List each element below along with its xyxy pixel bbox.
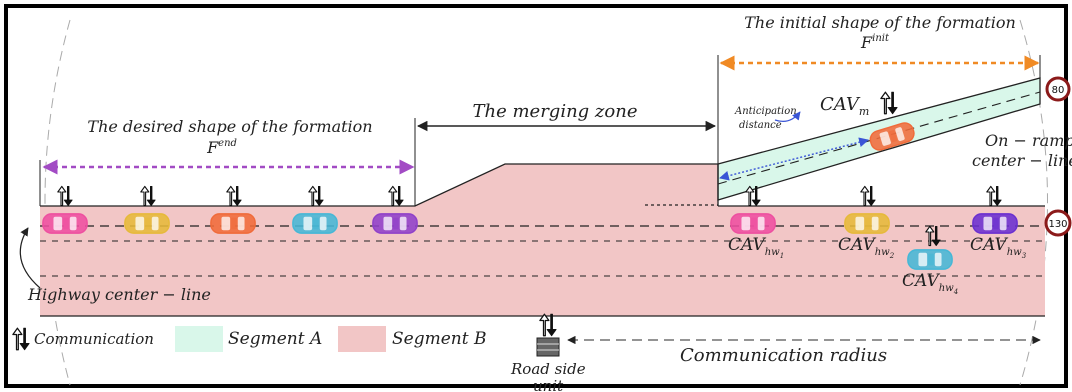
legend: Communication Segment A Segment B	[12, 326, 486, 352]
initial-formation-title: The initial shape of the formation	[744, 13, 1016, 32]
anticipation-label-2: distance	[739, 120, 782, 131]
car-hw4	[907, 249, 953, 270]
legend-segment-b-swatch	[338, 326, 386, 352]
segment-b-region	[40, 164, 1045, 316]
car-desired-4	[292, 213, 338, 234]
road-side-unit	[536, 313, 560, 357]
legend-segment-a-label: Segment A	[228, 329, 322, 349]
cav-hw1-label: CAVhw1	[728, 235, 784, 260]
speed-sign-ramp: 80	[1045, 76, 1071, 102]
car-desired-5	[372, 213, 418, 234]
car-desired-1	[42, 213, 88, 234]
comm-icon-rsu	[539, 313, 557, 337]
highway-centerline-pointer	[19, 227, 41, 289]
comm-icon-desired-3	[226, 185, 242, 207]
car-desired-3	[210, 213, 256, 234]
legend-segment-b-label: Segment B	[392, 329, 486, 349]
desired-formation-title: The desired shape of the formation	[87, 117, 372, 136]
speed-sign-highway-value: 130	[1048, 219, 1067, 230]
anticipation-pointer	[774, 111, 801, 122]
road-side-unit-label-2: unit	[533, 377, 564, 392]
car-hw2	[844, 213, 890, 234]
cav-hw2-label: CAVhw2	[838, 235, 895, 260]
speed-sign-highway: 130	[1044, 209, 1072, 237]
highway-centerline-label: Highway center − line	[27, 285, 211, 304]
road-side-unit-label-1: Road side	[510, 360, 586, 378]
cav-m-label: CAVm	[820, 94, 869, 118]
onramp-label-2: center − line	[972, 151, 1072, 170]
onramp-label-1: On − ramp	[985, 131, 1072, 150]
car-hw3	[972, 213, 1018, 234]
comm-icon-hw2	[860, 185, 876, 207]
comm-icon-hw3	[986, 185, 1002, 207]
radius-arc-left	[44, 19, 71, 386]
speed-sign-ramp-value: 80	[1052, 85, 1065, 96]
outer-frame	[4, 4, 1068, 388]
desired-formation-symbol: Fend	[206, 138, 237, 157]
anticipation-distance-arrow	[719, 137, 869, 181]
initial-formation-symbol: Finit	[860, 33, 890, 52]
comm-icon-desired-5	[388, 185, 404, 207]
legend-communication-label: Communication	[34, 330, 154, 348]
car-hw1	[730, 213, 776, 234]
comm-radius-label-bg	[672, 344, 912, 366]
comm-icon-desired-4	[308, 185, 324, 207]
comm-icon-desired-1	[57, 185, 73, 207]
communication-radius-label: Communication radius	[680, 345, 887, 366]
highway-top-edge-left	[40, 163, 718, 207]
car-desired-2	[124, 213, 170, 234]
legend-segment-a-swatch	[175, 326, 223, 352]
legend-communication-icon	[12, 327, 30, 351]
anticipation-label-1: Anticipation	[734, 106, 797, 117]
cav-hw4-label: CAVhw4	[902, 271, 958, 296]
comm-icon-desired-2	[140, 185, 156, 207]
radius-arc-right	[1019, 19, 1048, 386]
merging-zone-label: The merging zone	[473, 101, 638, 122]
cav-hw3-label: CAVhw3	[970, 235, 1027, 260]
comm-icon-cav-m	[880, 91, 898, 115]
